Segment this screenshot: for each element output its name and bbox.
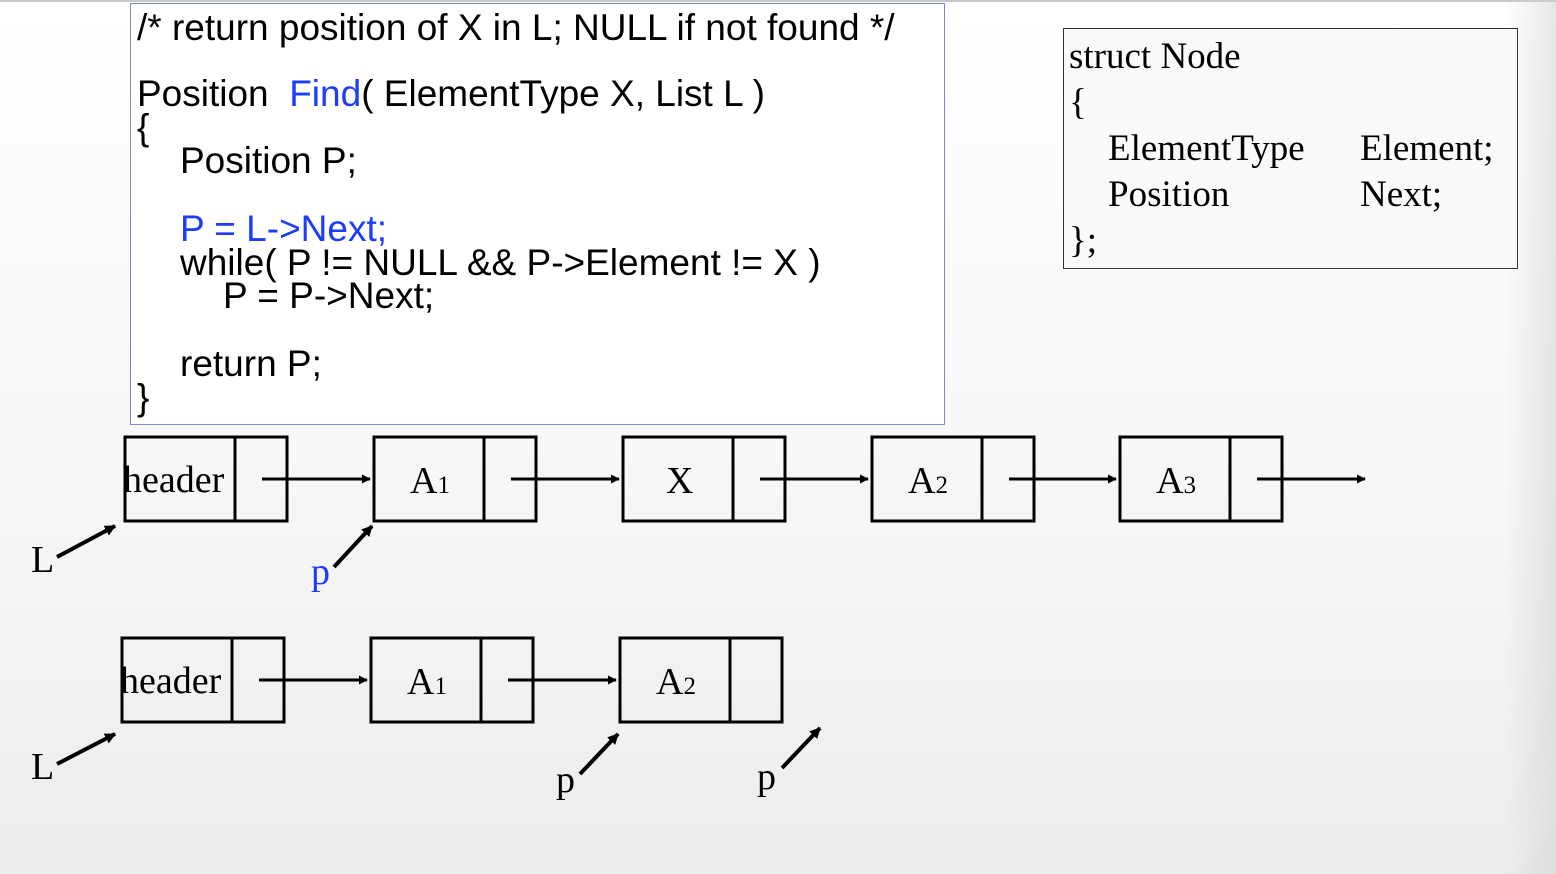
list1-node-a2-label: A2 — [908, 460, 948, 502]
list1-node-a3-label: A3 — [1156, 460, 1196, 502]
list1-head-label: L — [31, 539, 54, 581]
list1-node-a3: A3 — [1118, 435, 1284, 523]
list1-p-pointer-arrow — [332, 524, 374, 569]
code-assignment: P = L->Next; — [180, 208, 388, 249]
list-2: header A1 A2 L p p — [31, 636, 822, 801]
list2-p-label-2: p — [757, 756, 776, 798]
signature-return-type: Position — [137, 73, 290, 114]
code-loop-body: P = P->Next; — [223, 275, 435, 316]
struct-definition-box: struct Node { ElementType Element; Posit… — [1063, 28, 1518, 269]
list1-p-label: p — [311, 551, 330, 593]
list2-head-label: L — [31, 746, 54, 788]
code-return: return P; — [180, 343, 322, 384]
list1-head-pointer-arrow — [56, 524, 116, 559]
struct-field1-type: ElementType — [1108, 128, 1305, 169]
struct-field2-type: Position — [1108, 174, 1230, 215]
list1-node-x-label: X — [666, 460, 693, 502]
struct-close-brace: }; — [1069, 220, 1098, 261]
list1-header-label: header — [123, 459, 225, 501]
list2-node-a2: A2 — [618, 636, 784, 724]
code-close-brace: } — [137, 377, 150, 418]
signature-params: ( ElementType X, List L ) — [361, 73, 765, 114]
list2-p-label-1: p — [556, 759, 575, 801]
top-rule — [0, 0, 1556, 2]
function-name: Find — [289, 73, 362, 114]
list2-header-label: header — [120, 660, 222, 702]
list2-head-pointer-arrow — [56, 732, 116, 766]
list2-p-pointer-arrow-2 — [780, 726, 822, 770]
code-open-brace: { — [137, 107, 150, 148]
list1-node-x: X — [621, 435, 787, 523]
code-signature: Position Find( ElementType X, List L ) — [137, 74, 765, 114]
code-listing-box: /* return position of X in L; NULL if no… — [130, 3, 945, 425]
struct-open-brace: { — [1069, 82, 1087, 123]
list2-p-pointer-arrow-1 — [578, 732, 620, 776]
struct-field2-name: Next; — [1360, 174, 1443, 215]
code-declaration: Position P; — [180, 140, 357, 181]
struct-header: struct Node — [1069, 36, 1241, 77]
list2-node-a2-label: A2 — [656, 661, 696, 703]
struct-field1-name: Element; — [1360, 128, 1494, 169]
code-comment: /* return position of X in L; NULL if no… — [137, 7, 895, 48]
list2-node-a1: A1 — [369, 636, 535, 724]
list2-node-header: header — [120, 636, 286, 724]
code-while-loop: while( P != NULL && P->Element != X ) — [180, 242, 821, 283]
list-1: header A1 X A2 A3 L p — [31, 435, 1366, 593]
list1-node-a1-label: A1 — [410, 460, 450, 502]
list2-node-a1-label: A1 — [407, 661, 447, 703]
